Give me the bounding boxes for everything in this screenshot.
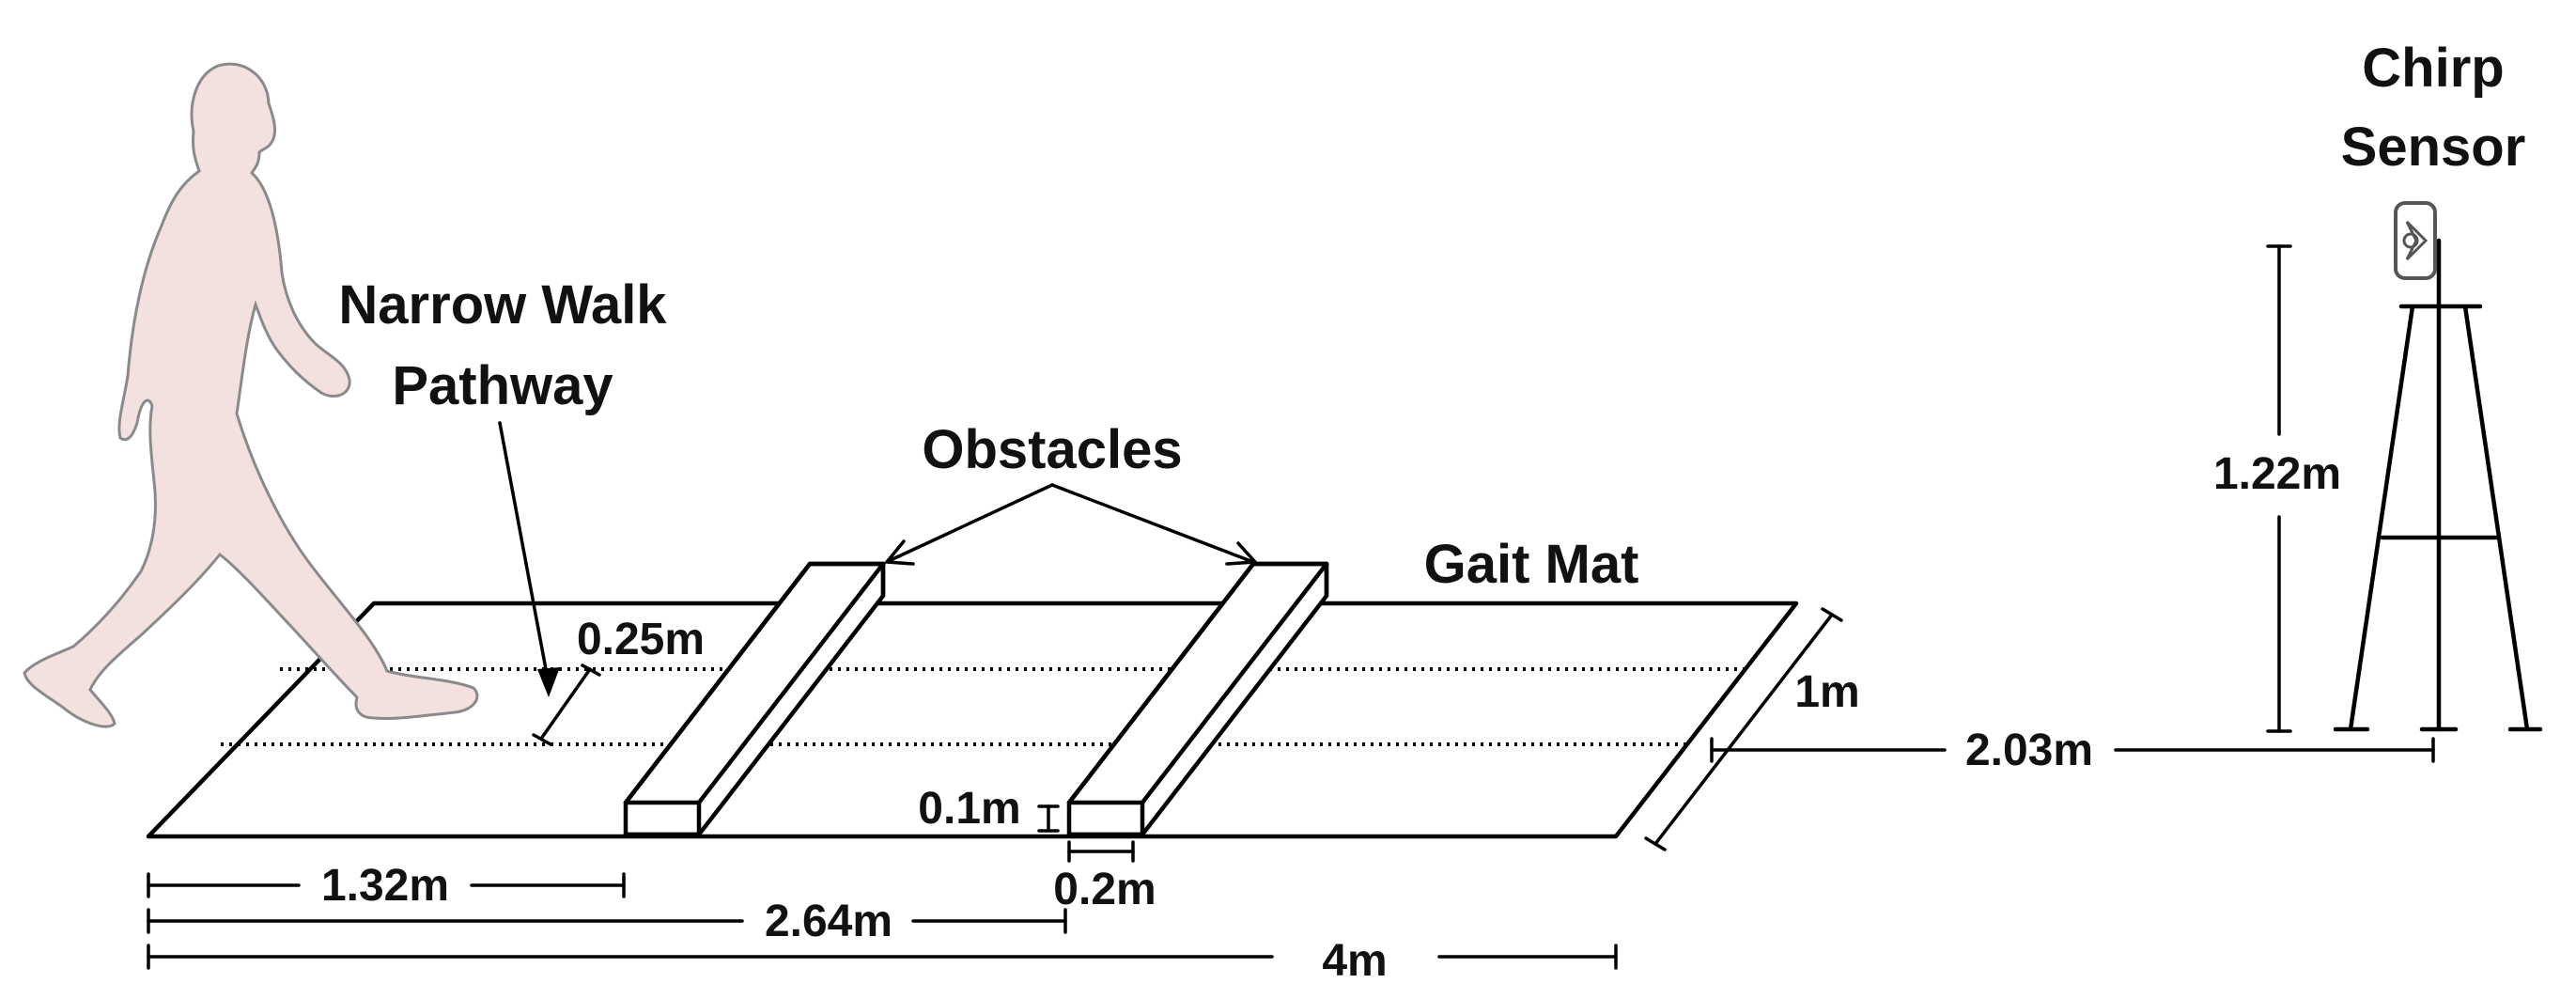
narrow-walk-pointer — [498, 421, 560, 697]
pathway-width-label: 0.25m — [577, 615, 705, 664]
mat-width-label: 1m — [1794, 667, 1859, 717]
obstacles-pointer — [883, 483, 1259, 566]
obstacle-height-label: 0.1m — [918, 784, 1020, 834]
obstacle-height-dimension: 0.1m — [918, 784, 1060, 834]
narrow-walk-label-line2: Pathway — [392, 355, 613, 416]
sensor-distance-dimension: 2.03m — [1710, 726, 2435, 775]
narrow-walk-label-line1: Narrow Walk — [338, 274, 667, 336]
first-obstacle-distance-label: 1.32m — [321, 861, 449, 911]
obstacle-2 — [1066, 561, 1329, 837]
mat-length-label: 4m — [1322, 936, 1387, 986]
second-obstacle-distance-dimension: 2.64m — [147, 897, 1067, 946]
obstacles-label: Obstacles — [922, 419, 1182, 480]
sensor-distance-label: 2.03m — [1965, 726, 2093, 775]
sensor-height-label: 1.22m — [2213, 449, 2341, 499]
chirp-sensor-label-line2: Sensor — [2341, 117, 2526, 178]
mat-width-dimension: 1m — [1644, 607, 1860, 851]
sensor-height-dimension: 1.22m — [2213, 244, 2341, 733]
second-obstacle-distance-label: 2.64m — [765, 897, 892, 946]
obstacle-depth-dimension: 0.2m — [1053, 840, 1156, 914]
chirp-sensor-label-line1: Chirp — [2362, 38, 2504, 99]
walking-person-icon — [23, 62, 479, 728]
pathway-width-dimension: 0.25m — [532, 615, 705, 746]
gait-mat-label: Gait Mat — [1424, 534, 1639, 595]
chirp-sensor-icon — [2333, 201, 2543, 732]
mat-length-dimension: 4m — [147, 936, 1618, 986]
obstacle-depth-label: 0.2m — [1053, 865, 1156, 914]
first-obstacle-distance-dimension: 1.32m — [147, 861, 626, 911]
obstacle-1 — [623, 561, 886, 837]
